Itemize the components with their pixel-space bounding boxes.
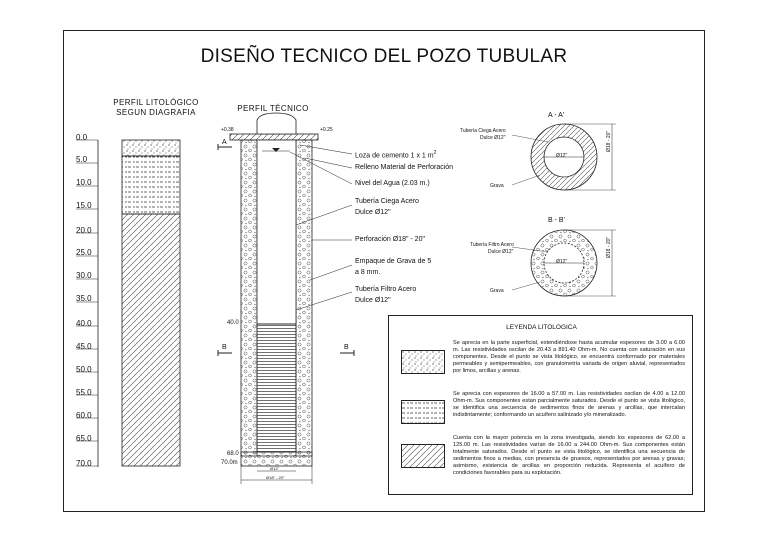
screen-casing	[256, 323, 297, 453]
blind-casing	[256, 139, 297, 325]
section-bb-drawing	[511, 229, 616, 297]
section-bb-label1b: Dulce Ø12"	[488, 249, 514, 255]
legend-item-3: Cuenta con la mayor potencia en la zona …	[453, 435, 685, 476]
blind-casing-label-1: Tubería Ciega Acero	[355, 198, 419, 205]
drilling-label: Perforación Ø18" - 20"	[355, 236, 425, 243]
depth-70-label: 70.0m	[221, 460, 238, 466]
gravel-pack-label-1: Empaque de Grava de 5	[355, 258, 432, 265]
legend-swatch-hatched	[401, 444, 445, 468]
slab-label: Loza de cemento 1 x 1 m2	[355, 150, 437, 160]
section-aa-outer-dim: Ø18 - 20"	[606, 130, 612, 152]
drawing-frame	[63, 30, 705, 512]
bottom-dim-inner: Ø12"	[270, 466, 279, 471]
lithologic-column	[121, 139, 181, 467]
depth-label: 5.0	[76, 155, 88, 164]
casing-top	[256, 112, 297, 135]
technical-profile-header: PERFIL TÉCNICO	[237, 104, 309, 113]
depth-label: 40.0	[76, 319, 92, 328]
depth-label: 15.0	[76, 201, 92, 210]
depth-label: 55.0	[76, 388, 92, 397]
section-bb-label2: Grava	[490, 288, 504, 294]
gravel-pack-label-2: a 8 mm.	[355, 269, 381, 276]
depth-label: 50.0	[76, 365, 92, 374]
depth-label: 35.0	[76, 294, 92, 303]
blind-casing-label-2: Dulce Ø12"	[355, 209, 391, 216]
depth-label: 45.0	[76, 342, 92, 351]
depth-label: 25.0	[76, 248, 92, 257]
section-aa-label1a: Tubería Ciega Acero	[460, 128, 506, 134]
legend-title: LEYENDA LITOLOGICA	[506, 324, 577, 331]
depth-label: 20.0	[76, 226, 92, 235]
depth-label: 30.0	[76, 271, 92, 280]
section-aa-label2: Grava	[490, 183, 504, 189]
lithologic-header-line2: SEGUN DIAGRAFIA	[116, 108, 196, 117]
depth-label: 60.0	[76, 411, 92, 420]
depth-label: 10.0	[76, 178, 92, 187]
section-b-marker-left: B	[222, 344, 227, 351]
section-bb-outer-dim: Ø18 - 20"	[606, 236, 612, 258]
legend-swatch-dashed	[401, 400, 445, 424]
screen-label-2: Dulce Ø12"	[355, 297, 391, 304]
section-b-marker-right: B	[344, 344, 349, 351]
water-level-label: Nivel del Agua (2.03 m.)	[355, 180, 430, 187]
layer-dashed	[121, 155, 181, 215]
depth-label: 65.0	[76, 434, 92, 443]
gravel-pack-right	[295, 139, 313, 457]
depth-68-label: 68.0	[227, 451, 239, 457]
concrete-slab	[229, 133, 319, 141]
lithologic-legend: LEYENDA LITOLOGICA Se aprecia en la part…	[388, 315, 693, 495]
section-aa-title: A - A'	[548, 112, 565, 119]
layer-dotted	[121, 139, 181, 157]
section-bb-inner-dim: Ø12"	[556, 259, 568, 265]
section-aa-drawing	[511, 123, 616, 191]
backfill-label: Relleno Material de Perforación	[355, 164, 454, 171]
lithologic-header-line1: PERFIL LITOLÓGICO	[113, 98, 199, 107]
legend-item-2: Se aprecia con espesores de 16.00 a 57.0…	[453, 391, 685, 418]
lithologic-profile-header: PERFIL LITOLÓGICO SEGUN DIAGRAFIA	[96, 98, 216, 118]
page-title: DISEÑO TECNICO DEL POZO TUBULAR	[200, 46, 568, 67]
depth-40-label: 40.0	[227, 320, 239, 326]
legend-swatch-dotted	[401, 350, 445, 374]
section-bb-label1a: Tubería Filtro Acero	[470, 242, 514, 248]
section-bb-title: B - B'	[548, 217, 565, 224]
top-right-elevation: +0.25	[320, 127, 333, 133]
well-bottom	[240, 451, 313, 467]
section-aa-label1b: Dulce Ø12"	[480, 135, 506, 141]
section-a-marker: A	[222, 139, 227, 146]
depth-label: 70.0	[76, 459, 92, 468]
well-profile	[217, 112, 355, 484]
depth-axis	[76, 139, 99, 467]
legend-item-1: Se aprecia en la parte superficial, exte…	[453, 340, 685, 374]
bottom-dim-outer: Ø18" - 20"	[266, 475, 285, 480]
screen-label-1: Tubería Filtro Acero	[355, 286, 417, 293]
depth-label: 0.0	[76, 133, 88, 142]
top-left-elevation: +0.38	[221, 127, 234, 133]
section-aa-inner-dim: Ø12"	[556, 153, 568, 159]
layer-hatched	[121, 213, 181, 467]
gravel-pack-left	[240, 139, 258, 457]
